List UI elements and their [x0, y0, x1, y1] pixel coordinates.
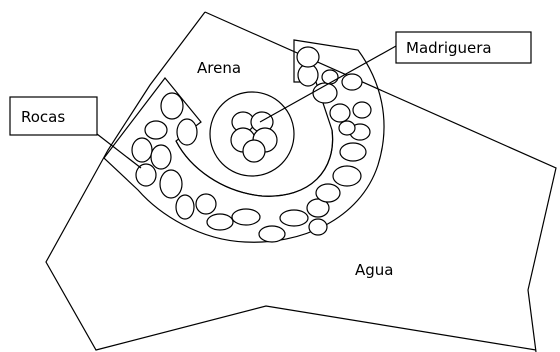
- rock: [132, 138, 152, 162]
- rock: [280, 210, 308, 226]
- rock: [353, 102, 371, 118]
- burrow-egg: [243, 140, 265, 162]
- rock: [207, 214, 233, 230]
- madriguera-leader: [260, 46, 396, 122]
- rock: [297, 47, 319, 67]
- burrow: [210, 92, 294, 176]
- agua-label: Agua: [355, 261, 393, 279]
- rock: [145, 121, 167, 139]
- rock: [161, 93, 183, 119]
- rock: [322, 70, 338, 84]
- rock: [136, 164, 156, 186]
- rock: [333, 166, 361, 186]
- rock: [342, 74, 362, 90]
- rock: [232, 209, 260, 225]
- rock: [177, 119, 197, 145]
- rocas-label: Rocas: [21, 108, 65, 126]
- rock: [309, 219, 327, 235]
- rock: [196, 194, 216, 214]
- rock: [151, 145, 171, 169]
- madriguera-label: Madriguera: [406, 39, 492, 57]
- rock: [160, 170, 182, 198]
- rock: [339, 121, 355, 135]
- rock: [176, 195, 194, 219]
- rock: [330, 104, 350, 122]
- arena-label: Arena: [197, 59, 241, 77]
- rock: [316, 184, 340, 202]
- rock: [259, 226, 285, 242]
- rock: [340, 143, 366, 161]
